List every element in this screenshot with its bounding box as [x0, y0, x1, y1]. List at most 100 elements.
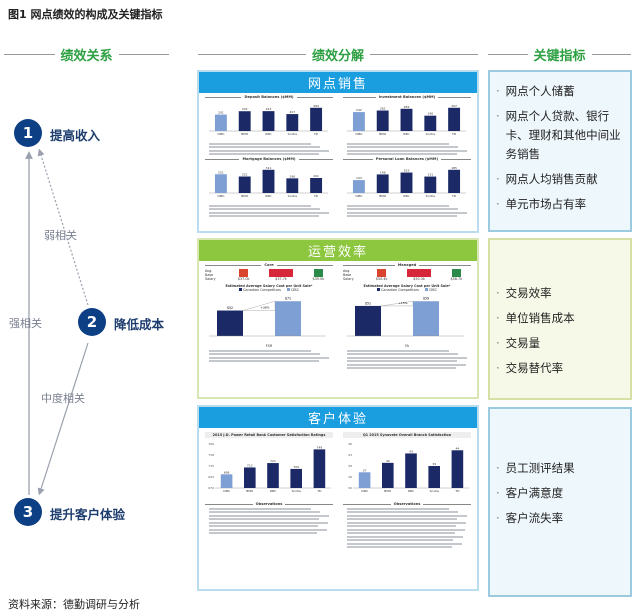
bar-Scotia: [286, 114, 299, 131]
category-label: CIBC: [355, 194, 362, 198]
chart-title: Estimated Average Salary Cost per Unit S…: [363, 284, 451, 288]
data-label: 284: [313, 104, 319, 108]
y-tick-label: 693: [208, 475, 214, 479]
section-title: 关键指标: [533, 48, 586, 64]
node-3-circle: 3: [14, 498, 42, 526]
data-label: 131: [427, 173, 433, 177]
salary-cost-chart: $52$71+36%: [209, 297, 326, 337]
category-label: CIBC: [217, 194, 224, 198]
category-label: RBC: [270, 489, 276, 493]
bullet-text-line: [209, 215, 320, 217]
medium-arrow: [37, 342, 89, 496]
legend-label: Canadian Competitors: [243, 288, 281, 292]
weak-arrow: [37, 148, 89, 306]
panel-experience: 客户体验 2015 J.D. Power Retail Bank Custome…: [197, 405, 479, 591]
bank-logo-icon: [377, 269, 387, 277]
bar-RBC: [400, 108, 413, 131]
salary-row: Avg. Base Salary$37.0k$37.7k$39.0k: [205, 269, 333, 281]
bar-TD: [313, 449, 326, 488]
medium-relation-label: 中度相关: [41, 392, 85, 405]
chart-title-text: Deposit Balances ($MM): [244, 95, 294, 99]
category-label: BMO: [246, 489, 254, 493]
bullet-text-line: [347, 363, 467, 366]
indicator-item: ·网点个人储蓄: [496, 82, 624, 101]
bank-salary: $37.0k: [229, 269, 258, 281]
legend-swatch: [239, 288, 243, 291]
y-tick-label: 46: [348, 442, 352, 446]
source-note: 资料来源：德勤调研与分析: [8, 598, 140, 611]
section-title: 绩效分解: [312, 48, 365, 64]
bullet-text-line: [347, 539, 454, 541]
node-1-label: 提高收入: [50, 128, 101, 143]
bullet-text-line: [209, 360, 320, 362]
category-label: RBC: [403, 194, 409, 198]
category-label: Scotia: [426, 132, 435, 136]
bullet-text-line: [347, 211, 468, 214]
data-label: 749: [317, 445, 323, 449]
y-tick-label: 39: [348, 464, 352, 468]
data-label: 284: [404, 105, 410, 109]
indicator-item: ·单元市场占有率: [496, 195, 624, 214]
bar-CIBC: [220, 474, 233, 488]
data-label: 251: [218, 170, 224, 174]
node-2-circle: 2: [78, 308, 106, 336]
bullet-text-line: [209, 146, 321, 148]
legend-label: CIBC: [290, 288, 299, 292]
bullet-text-line: [209, 514, 330, 517]
data-label: $71: [285, 297, 291, 301]
data-label: 163: [404, 169, 410, 173]
bar-Scotia: [424, 115, 437, 131]
category-label: RBC: [403, 132, 409, 136]
data-label: 43: [409, 449, 413, 453]
chart-title: Q1 2015 Synovate Overall Branch Satisfac…: [343, 432, 471, 438]
bar-RBC: [262, 169, 275, 193]
bullet-icon: ·: [496, 84, 500, 98]
legend-swatch: [286, 288, 290, 291]
panel-header: 网点销售: [199, 72, 477, 93]
indicator-item: ·交易量: [496, 334, 624, 353]
data-label: 39: [432, 462, 436, 466]
bullet-icon: ·: [496, 109, 500, 123]
category-label: RBC: [265, 194, 271, 198]
chart-title-text: Investment Balances ($MM): [378, 95, 436, 99]
figure-title: 图1 网点绩效的构成及关键指标: [8, 8, 163, 21]
bullet-text-line: [347, 507, 450, 510]
category-label: BMO: [384, 489, 392, 493]
weak-relation-label: 弱相关: [44, 229, 77, 242]
data-label: 196: [289, 174, 295, 178]
chart-title: Deposit Balances ($MM): [205, 95, 334, 99]
data-label: 712: [247, 463, 253, 467]
bank-logo-icon: [313, 269, 323, 277]
bank-logo-icon: [268, 269, 293, 277]
category-label: TD: [451, 194, 457, 198]
bullet-icon: ·: [496, 361, 500, 375]
column-title: Managed: [343, 263, 472, 267]
indicator-item: ·客户满意度: [496, 484, 624, 503]
bullet-text-line: [347, 511, 459, 513]
observations-heading: Observations: [205, 502, 333, 506]
category-label: CIBC: [355, 132, 362, 136]
bullet-text-line: [347, 535, 464, 538]
indicator-item: ·网点人均销售贡献: [496, 170, 624, 189]
bar-RBC: [267, 463, 279, 488]
bar-RBC: [262, 111, 275, 131]
category-label: TD: [313, 194, 319, 198]
salary-value: $37.7k: [275, 277, 287, 281]
bullet-text-line: [347, 356, 468, 359]
section-title: 绩效关系: [60, 48, 113, 64]
bar-CIBC: [413, 301, 439, 336]
y-tick-label: 32: [348, 486, 352, 490]
bullet-text-line: [347, 518, 458, 520]
bullet-text-line: [209, 532, 317, 534]
bar-TD: [451, 450, 464, 488]
bar-Scotia: [424, 176, 437, 193]
y-tick-label: 738: [208, 453, 214, 457]
data-label: 44: [455, 446, 459, 450]
category-label: CIBC: [361, 489, 368, 493]
data-label: 196: [427, 112, 433, 116]
bullet-icon: ·: [496, 486, 500, 500]
